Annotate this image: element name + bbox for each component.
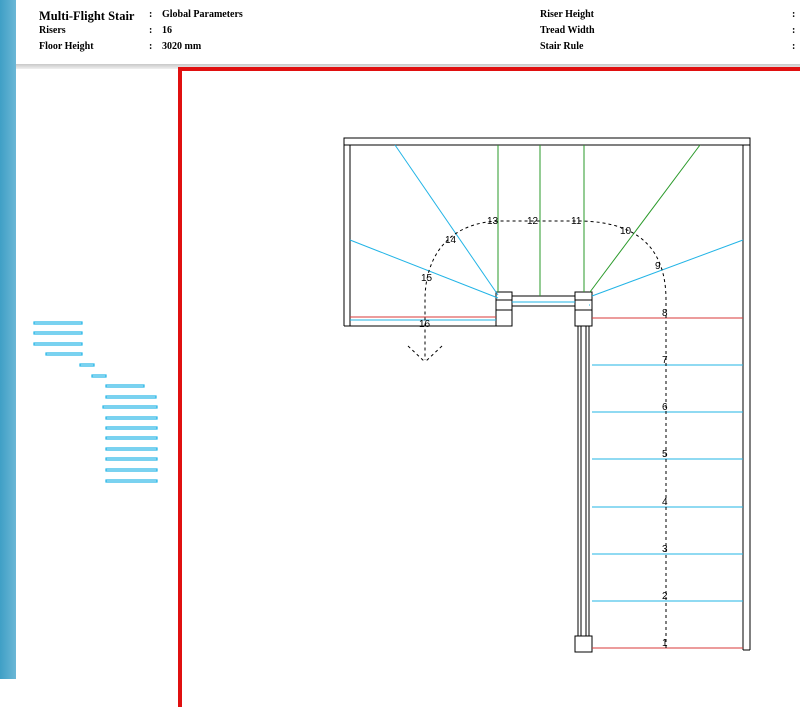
floor-height-value: 3020 mm	[162, 41, 202, 52]
elevation-tread	[33, 331, 83, 335]
stair-rule-label: Stair Rule	[540, 41, 584, 52]
newel-post-left-inner	[495, 299, 513, 311]
newel-post-right	[574, 291, 593, 327]
elevation-tread	[105, 416, 158, 420]
side-elevation	[33, 321, 158, 483]
elevation-tread	[33, 321, 83, 325]
elevation-tread	[105, 384, 145, 388]
top-wall	[343, 137, 751, 146]
elevation-tread	[105, 479, 158, 483]
step-number: 1	[662, 638, 668, 649]
step-number: 12	[527, 216, 539, 227]
newel-post-bottom	[574, 635, 593, 653]
risers-value: 16	[162, 25, 172, 36]
inner-stringer-top	[511, 295, 576, 307]
step-number: 2	[662, 591, 668, 602]
riser-line	[591, 239, 744, 297]
parameter-header: Multi-Flight Stair : Global Parameters R…	[16, 0, 800, 64]
riser-height-label: Riser Height	[540, 9, 594, 20]
elevation-tread	[45, 352, 83, 356]
step-number: 3	[662, 544, 668, 555]
newel-post-left	[495, 291, 513, 327]
winder-risers-green	[497, 144, 701, 296]
step-number: 7	[662, 355, 668, 366]
step-number: 6	[662, 402, 668, 413]
step-number: 8	[662, 308, 668, 319]
direction-arrow	[407, 345, 443, 363]
elevation-tread	[105, 395, 157, 399]
stair-outline	[343, 137, 751, 653]
colon: :	[792, 41, 796, 52]
stair-type-title: Multi-Flight Stair	[39, 9, 135, 23]
floor-height-label: Floor Height	[39, 41, 94, 52]
step-number: 9	[655, 261, 661, 272]
elevation-tread	[102, 405, 158, 409]
elevation-tread	[105, 426, 158, 430]
walking-line	[424, 220, 667, 648]
stair-plan-drawing: 1 2 3 4 5 6 7 8 9 10 11 12 13 14 15 16	[33, 137, 751, 653]
walkline-curve	[424, 220, 667, 360]
riser-line	[349, 239, 499, 299]
left-edge-strip	[0, 0, 16, 679]
step-numbers: 1 2 3 4 5 6 7 8 9 10 11 12 13 14 15 16	[419, 216, 668, 649]
elevation-tread	[105, 457, 158, 461]
first-last-risers	[350, 316, 743, 649]
step-number: 4	[662, 497, 668, 508]
risers-label: Risers	[39, 25, 66, 36]
colon: :	[149, 25, 153, 36]
tread-width-label: Tread Width	[540, 25, 595, 36]
header-divider	[16, 64, 800, 69]
arrow-head-right	[424, 345, 443, 363]
elevation-tread	[79, 363, 95, 367]
elevation-tread	[105, 436, 158, 440]
arrow-head-left	[407, 345, 426, 363]
colon: :	[792, 25, 796, 36]
straight-flight-risers	[592, 364, 743, 602]
step-number: 10	[620, 226, 632, 237]
riser-line	[589, 144, 701, 293]
drawing-canvas-frame	[178, 67, 800, 707]
step-number: 16	[419, 319, 431, 330]
elevation-tread	[105, 447, 158, 451]
elevation-tread	[33, 342, 83, 346]
colon: :	[792, 9, 796, 20]
colon: :	[149, 9, 153, 20]
stair-type-value: Global Parameters	[162, 9, 243, 20]
elevation-tread	[91, 374, 107, 378]
step-number: 15	[421, 273, 433, 284]
elevation-panel	[16, 69, 176, 679]
step-number: 14	[445, 235, 457, 246]
step-number: 11	[571, 216, 582, 227]
step-number: 13	[487, 216, 499, 227]
winder-risers-blue	[349, 144, 744, 321]
elevation-tread	[105, 468, 158, 472]
colon: :	[149, 41, 153, 52]
riser-line	[394, 144, 499, 296]
step-number: 5	[662, 449, 668, 460]
